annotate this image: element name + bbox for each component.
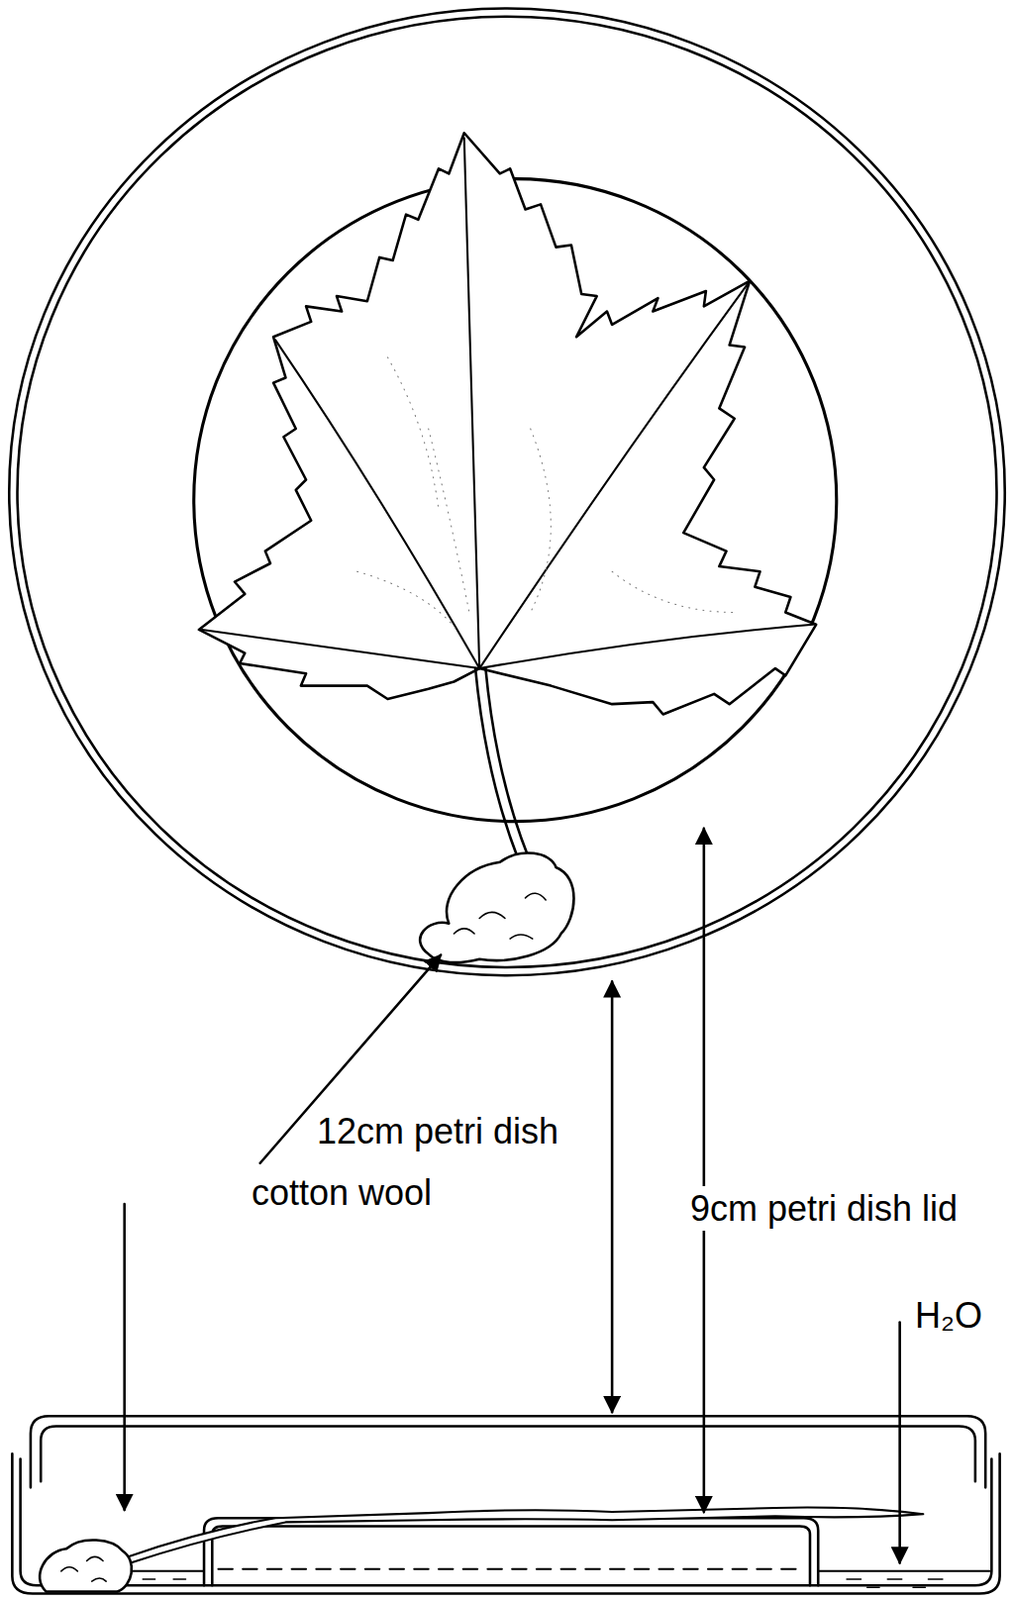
leaf-outline [199,132,816,714]
base-dish-inner [20,1459,993,1587]
outer-lid-inner [40,1426,976,1483]
leader-line [703,828,707,1513]
inverted-lid-inner [211,1526,811,1587]
cotton-wool-top [419,853,574,964]
part-label: cotton wool [247,1170,436,1216]
leaf-side-view [127,1508,924,1564]
cotton-wool-texture [453,893,546,939]
base-dish [11,1453,1000,1594]
leaf-stipple [357,357,735,633]
cotton-wool-side [39,1539,132,1592]
leader-line [610,981,614,1413]
water-line-under-lid [217,1568,804,1571]
inverted-lid [203,1518,818,1586]
leader-line [898,1321,902,1563]
leader-line [122,1204,126,1511]
water-marks [142,1579,943,1588]
petiole-edge [485,668,528,858]
cotton-wool-side-texture [61,1556,106,1582]
part-label: H₂O [911,1293,987,1338]
outer-dish-rim [8,8,1005,977]
petiole [475,668,518,860]
outer-lid [30,1416,986,1488]
water-surface [122,1570,991,1573]
part-label: 9cm petri dish lid [681,1186,967,1231]
leaf-veins [202,137,813,669]
outer-dish-rim-inner [17,16,998,968]
part-label: 12cm petri dish [312,1109,563,1154]
